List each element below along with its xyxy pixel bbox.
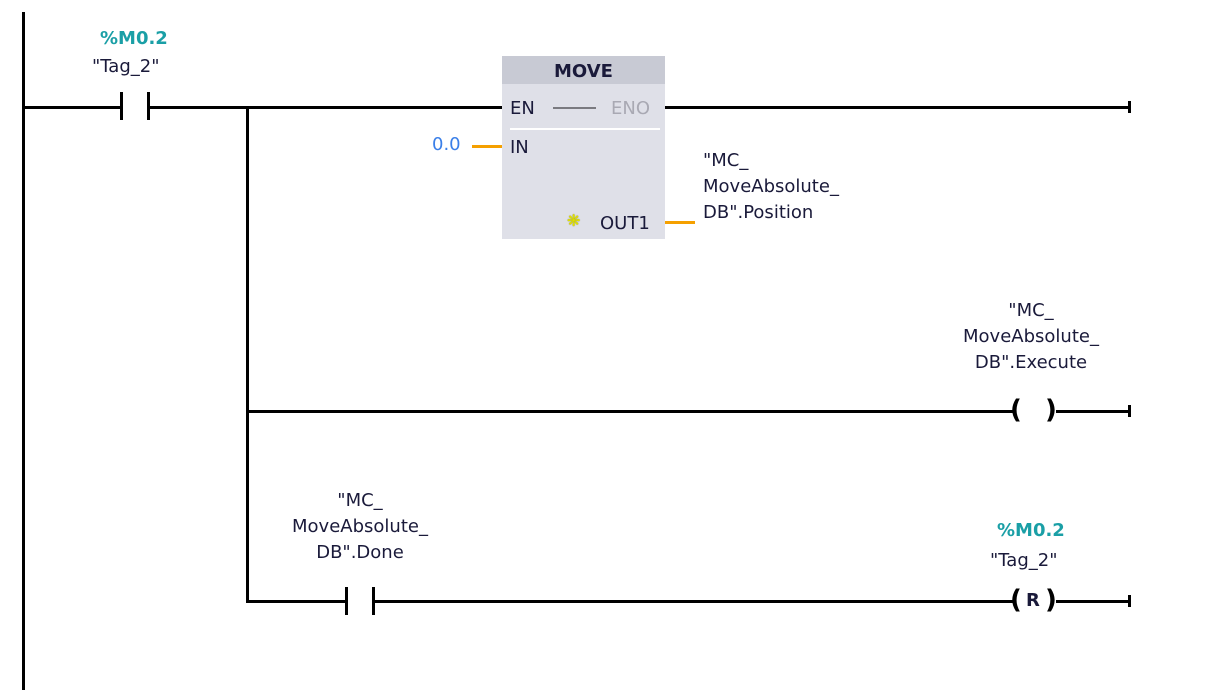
coil-execute-right-paren[interactable]: ) [1045, 395, 1057, 425]
rung2-wire [246, 410, 1013, 413]
move-block-separator [510, 128, 660, 130]
rung2-terminator [1128, 405, 1131, 417]
coil-reset-tag[interactable]: "Tag_2" [990, 550, 1058, 571]
rung3-wire-mid [375, 600, 1013, 603]
rung1-terminator [1128, 101, 1131, 113]
coil-reset-left-paren[interactable]: ( [1010, 585, 1022, 615]
rung1-wire-eno-out [665, 106, 1131, 109]
rung1-wire-to-move [150, 106, 502, 109]
pin-out1: OUT1 [600, 213, 650, 234]
coil-execute-left-paren[interactable]: ( [1010, 395, 1022, 425]
contact-done-right-bar[interactable] [372, 587, 375, 615]
contact-tag2-tag[interactable]: "Tag_2" [92, 56, 160, 77]
pin-en: EN [510, 98, 535, 119]
move-block[interactable]: MOVE [502, 56, 665, 239]
move-out-operand[interactable]: "MC_ MoveAbsolute_ DB".Position [703, 150, 839, 223]
new-output-star-icon: ❋ [567, 211, 581, 230]
contact-tag2-address[interactable]: %M0.2 [100, 28, 168, 49]
move-block-title: MOVE [502, 56, 665, 84]
pin-eno: ENO [611, 98, 651, 119]
rung1-wire-left [22, 106, 122, 109]
rung2-wire-right [1056, 410, 1131, 413]
branch-vertical-wire [246, 106, 249, 603]
rung3-wire-left [246, 600, 346, 603]
out-connection-line [665, 221, 695, 224]
contact-tag2-left-bar[interactable] [120, 92, 123, 120]
pin-in: IN [510, 137, 529, 158]
contact-tag2-right-bar[interactable] [147, 92, 150, 120]
move-in-value[interactable]: 0.0 [432, 134, 461, 155]
contact-done-left-bar[interactable] [345, 587, 348, 615]
in-connection-line [472, 145, 502, 148]
left-power-rail [22, 12, 25, 690]
coil-reset-right-paren[interactable]: ) [1045, 585, 1057, 615]
coil-reset-letter: R [1026, 590, 1040, 611]
en-eno-internal-line [553, 107, 596, 109]
coil-reset-address[interactable]: %M0.2 [997, 520, 1065, 541]
coil-execute-operand[interactable]: "MC_ MoveAbsolute_ DB".Execute [963, 300, 1099, 373]
contact-done-operand[interactable]: "MC_ MoveAbsolute_ DB".Done [292, 490, 428, 563]
rung3-terminator [1128, 595, 1131, 607]
rung3-wire-right [1056, 600, 1131, 603]
